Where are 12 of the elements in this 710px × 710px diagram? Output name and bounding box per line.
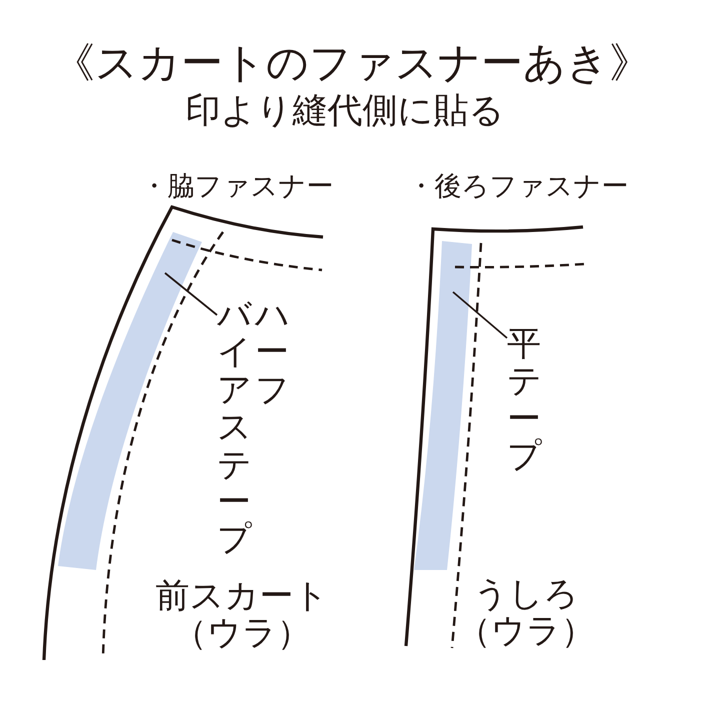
leader-line bbox=[452, 291, 508, 339]
subtitle: 印より縫代側に貼る bbox=[186, 90, 504, 132]
flat-tape-strip bbox=[414, 241, 472, 570]
tape-label: 平テープ bbox=[507, 326, 541, 476]
title: 《スカートのファスナーあき》 bbox=[53, 38, 651, 88]
tape-label: ハーフバイアステープ bbox=[217, 297, 289, 559]
bias-tape-strip bbox=[58, 232, 202, 570]
leader-line bbox=[164, 272, 218, 316]
section-heading: ・脇ファスナー bbox=[140, 171, 334, 204]
section-heading: ・後ろファスナー bbox=[408, 171, 628, 204]
pattern-label: 前スカート（ウラ） bbox=[154, 578, 330, 652]
pattern-label: うしろ（ウラ） bbox=[456, 576, 596, 650]
